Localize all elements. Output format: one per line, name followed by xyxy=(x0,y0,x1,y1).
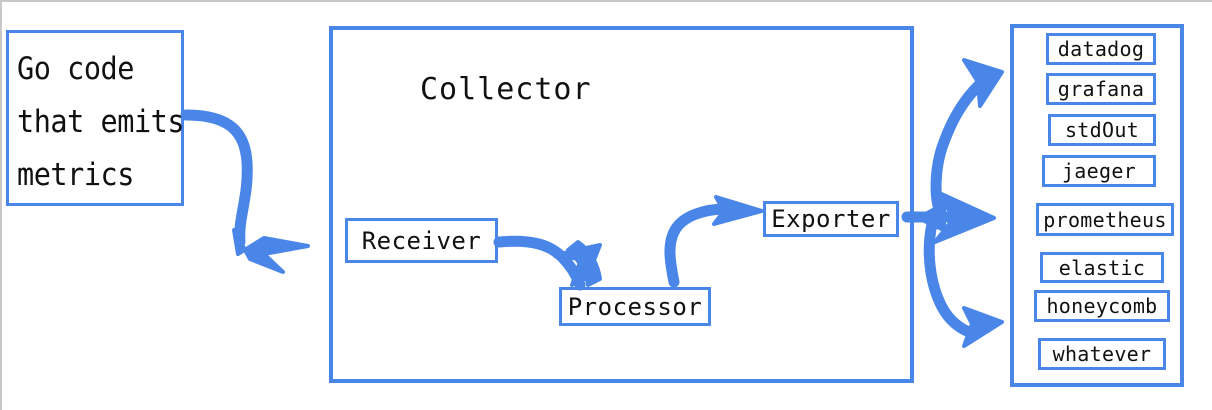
backend-elastic: elastic xyxy=(1040,252,1164,283)
exporter-box: Exporter xyxy=(763,201,899,237)
backend-stdout: stdOut xyxy=(1048,114,1156,146)
backend-whatever: whatever xyxy=(1038,338,1166,370)
straight-arrow-exporter-middle xyxy=(901,190,996,244)
backend-prometheus: prometheus xyxy=(1036,203,1174,236)
backend-grafana: grafana xyxy=(1046,73,1156,105)
backend-jaeger: jaeger xyxy=(1042,155,1156,187)
curved-arrow-source-to-receiver xyxy=(180,109,310,274)
backends-container xyxy=(1010,24,1184,387)
curved-arrow-exporter-up xyxy=(930,58,1004,223)
source-line-2: that emits xyxy=(17,104,185,140)
curved-arrow-exporter-down xyxy=(923,218,1004,348)
go-code-source-box: Go code that emits metrics xyxy=(6,30,185,206)
collector-title: Collector xyxy=(420,72,592,107)
backend-honeycomb: honeycomb xyxy=(1034,290,1170,322)
collector-container xyxy=(329,26,914,383)
backend-datadog: datadog xyxy=(1046,33,1156,65)
source-line-1: Go code xyxy=(17,51,134,87)
processor-box: Processor xyxy=(559,287,711,326)
source-line-3: metrics xyxy=(17,157,134,193)
receiver-box: Receiver xyxy=(345,218,498,263)
